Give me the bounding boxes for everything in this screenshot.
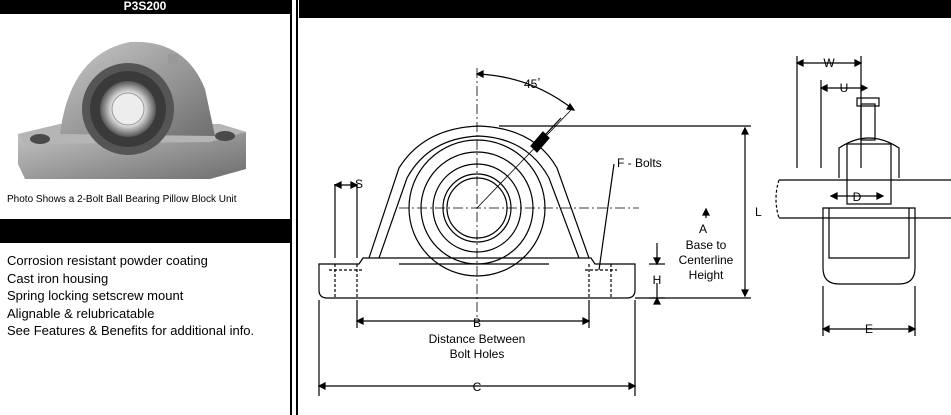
features-list: Corrosion resistant powder coating Cast … bbox=[7, 252, 254, 340]
pillow-block-photo bbox=[18, 41, 246, 179]
a-label: A bbox=[699, 222, 707, 236]
a-desc-line1: Base to bbox=[686, 238, 727, 252]
housing-outline bbox=[368, 125, 590, 259]
side-base bbox=[822, 207, 916, 285]
u-label: U bbox=[840, 81, 849, 95]
feature-item: Alignable & relubricatable bbox=[7, 305, 155, 321]
feature-item: Spring locking setscrew mount bbox=[7, 288, 184, 304]
feature-item: See Features & Benefits for additional i… bbox=[7, 323, 255, 339]
h-label: H bbox=[653, 273, 662, 287]
e-label: E bbox=[865, 322, 873, 336]
product-photo bbox=[0, 14, 290, 212]
c-label: C bbox=[473, 380, 482, 394]
feature-item: Cast iron housing bbox=[7, 270, 109, 286]
w-label: W bbox=[823, 56, 835, 70]
a-desc-line2: Centerline bbox=[679, 253, 734, 267]
drawing-header-bar bbox=[299, 0, 951, 18]
features-header-bar bbox=[0, 219, 290, 243]
d-label: D bbox=[853, 190, 862, 204]
s-label: S bbox=[355, 177, 363, 191]
b-label: B bbox=[473, 316, 481, 330]
base-outline bbox=[318, 257, 636, 299]
model-title-bar: P3S200 bbox=[0, 0, 290, 14]
b-desc-line1: Distance Between bbox=[429, 332, 526, 346]
dimension-drawing: 45° S F - Bolts A Base to Centerline Hei… bbox=[317, 56, 951, 396]
l-label: L bbox=[755, 205, 762, 219]
a-desc-line3: Height bbox=[689, 268, 724, 282]
f-bolts-label: F - Bolts bbox=[617, 156, 662, 170]
photo-caption: Photo Shows a 2-Bolt Ball Bearing Pillow… bbox=[7, 194, 237, 205]
angle-label: 45° bbox=[524, 77, 541, 91]
model-title: P3S200 bbox=[123, 0, 167, 13]
column-divider-left bbox=[290, 0, 292, 415]
b-desc-line2: Bolt Holes bbox=[450, 347, 505, 361]
column-divider-right bbox=[296, 0, 298, 415]
feature-item: Corrosion resistant powder coating bbox=[7, 253, 208, 268]
